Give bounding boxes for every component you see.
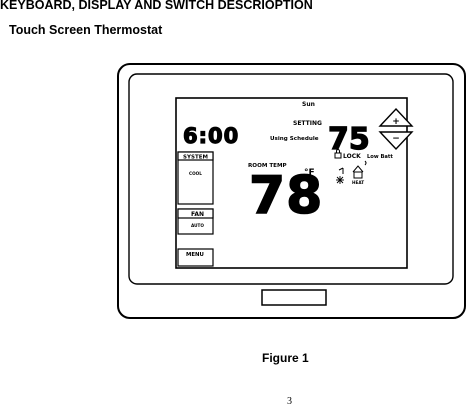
system-button-label: SYSTEM — [183, 155, 208, 161]
setpoint-display: 75 — [328, 122, 370, 157]
house-heat-icon — [352, 160, 367, 179]
lock-label: LOCK — [343, 153, 361, 160]
section-heading: KEYBOARD, DISPLAY AND SWITCH DESCRIOPTIO… — [0, 0, 313, 12]
temp-down-button[interactable]: − — [378, 131, 414, 151]
down-arrow-icon — [378, 131, 414, 151]
fan-button[interactable]: FAN AUTO — [177, 208, 214, 235]
fan-level-icon — [338, 167, 344, 174]
fan-mode-value: AUTO — [191, 223, 204, 228]
menu-button-label: MENU — [186, 252, 204, 258]
day-display: Sun — [302, 101, 315, 108]
schedule-status: Using Schedule — [270, 136, 319, 142]
heat-label: HEAT — [352, 180, 364, 185]
setting-label: SETTING — [293, 120, 322, 127]
clock-display: 6:00 — [183, 124, 239, 148]
bottom-panel-slot — [261, 289, 327, 306]
system-mode-value: COOL — [189, 171, 202, 176]
figure-caption: Figure 1 — [262, 351, 309, 365]
up-button-label: + — [392, 117, 400, 127]
down-button-label: − — [392, 134, 400, 144]
temp-unit: °F — [304, 168, 315, 178]
section-subheading: Touch Screen Thermostat — [9, 23, 163, 37]
temp-up-button[interactable]: + — [378, 107, 414, 127]
system-button[interactable]: SYSTEM COOL — [177, 151, 214, 205]
page-number: 3 — [287, 396, 292, 407]
lcd-screen — [175, 97, 408, 269]
fan-button-label: FAN — [191, 211, 204, 218]
lock-icon — [334, 149, 342, 159]
snowflake-icon — [336, 176, 344, 184]
room-temp-label: ROOM TEMP — [248, 163, 287, 169]
up-arrow-icon — [378, 107, 414, 127]
low-battery-label: Low Batt — [367, 154, 393, 160]
thermostat-figure: Sun 6:00 SETTING Using Schedule 75 + − L… — [117, 63, 466, 319]
menu-button[interactable]: MENU — [177, 248, 214, 267]
room-temp-display: 78 — [249, 166, 323, 226]
